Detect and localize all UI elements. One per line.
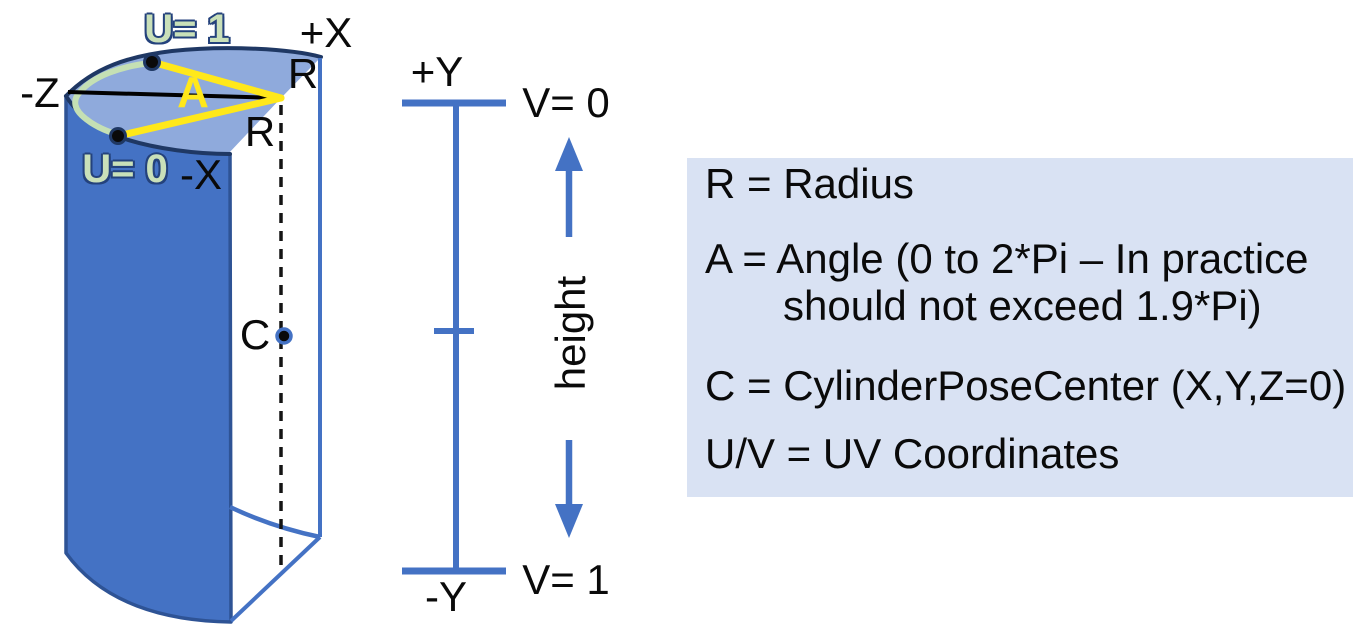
radius-label-top: R <box>287 50 319 97</box>
pose-center-label: C <box>239 311 271 358</box>
u0-point <box>109 127 127 145</box>
minus-y-axis-label: -Y <box>425 573 467 620</box>
legend-box <box>687 158 1353 497</box>
angle-edge-u1 <box>148 58 285 102</box>
height-label: height <box>547 275 594 391</box>
minus-x-axis-label: -X <box>180 151 222 198</box>
radius-label-front: R <box>244 108 276 155</box>
legend-angle-line-1: A = Angle (0 to 2*Pi – In practice <box>705 235 1309 282</box>
uv-seam-arc <box>72 60 154 137</box>
u1-seam-label: U= 1 <box>144 7 230 51</box>
u1-point <box>143 53 161 71</box>
plus-x-axis-label: +X <box>299 9 353 56</box>
center-point <box>275 327 293 345</box>
height-down-arrowhead <box>555 504 583 538</box>
plus-y-axis-label: +Y <box>410 48 464 95</box>
minus-z-axis-label: -Z <box>20 69 60 116</box>
cylinder-top-face <box>66 48 321 154</box>
angle-edge-u0 <box>114 94 285 140</box>
cylinder-top-rim-back <box>64 46 323 98</box>
legend-radius-line: R = Radius <box>705 160 914 207</box>
height-up-arrowhead <box>555 137 583 171</box>
v1-label: V= 1 <box>522 556 610 603</box>
legend-angle-line-2: should not exceed 1.9*Pi) <box>783 282 1262 329</box>
angle-a-label: A <box>177 68 209 117</box>
z-axis-line <box>67 90 282 100</box>
legend-uv-line: U/V = UV Coordinates <box>705 430 1120 477</box>
u0-seam-label: U= 0 <box>82 147 168 191</box>
cylinder-inner-bottom-rim <box>229 504 321 540</box>
cylinder-bottom-cut-edge <box>229 535 322 623</box>
v0-label: V= 0 <box>522 79 610 126</box>
cylinder-drawing <box>64 46 583 624</box>
legend-center-line: C = CylinderPoseCenter (X,Y,Z=0) <box>705 362 1347 409</box>
